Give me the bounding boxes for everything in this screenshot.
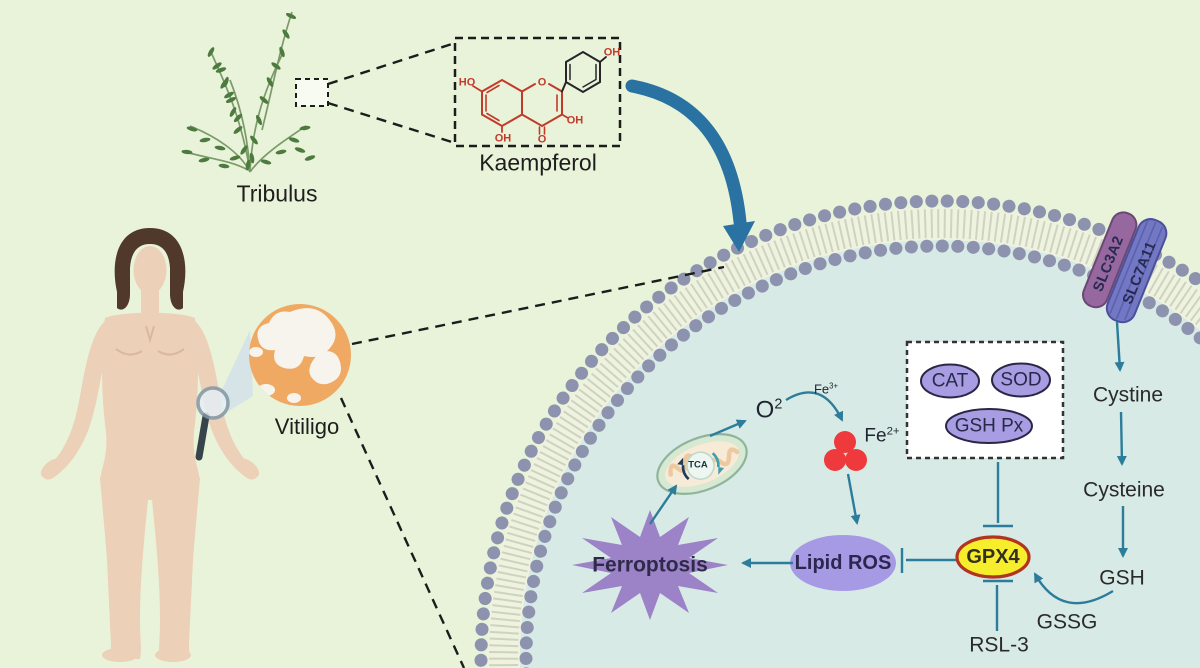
cystine-to-cysteine-arrow bbox=[1116, 411, 1127, 466]
tribulus-label: Tribulus bbox=[236, 180, 318, 207]
gpx4-label: GPX4 bbox=[966, 546, 1020, 568]
cat-ellipse bbox=[920, 363, 980, 399]
plant-zoom-rect bbox=[295, 78, 329, 107]
cysteine-label: Cysteine bbox=[1083, 478, 1165, 502]
face bbox=[133, 246, 167, 294]
left-arm bbox=[42, 320, 106, 480]
o2-label: O2 bbox=[755, 396, 783, 424]
tribulus-plant bbox=[181, 11, 316, 173]
gshpx-label: GSH Px bbox=[954, 415, 1024, 437]
gshpx-ellipse bbox=[945, 408, 1033, 444]
o2-to-fe2-arrow bbox=[785, 391, 844, 422]
ferroptosis-star bbox=[572, 510, 728, 620]
gpx4-ellipse bbox=[955, 535, 1031, 579]
mito-to-o2-arrow bbox=[709, 419, 747, 438]
fe2-label: Fe2+ bbox=[864, 425, 900, 447]
kaempferol-to-cell-arrow bbox=[625, 79, 755, 252]
chem-ocarbonyl-label: O bbox=[537, 133, 547, 146]
kaempferol-structure bbox=[472, 50, 607, 135]
magnifier-lens-icon bbox=[196, 386, 230, 420]
vitiligo-callout bbox=[195, 304, 351, 461]
rsl3-label: RSL-3 bbox=[969, 633, 1029, 657]
iron-dots bbox=[824, 431, 867, 471]
ferroptosis-label: Ferroptosis bbox=[592, 553, 708, 577]
transporter-to-cystine-arrow bbox=[1114, 321, 1125, 372]
neck bbox=[141, 286, 159, 320]
right-hand bbox=[236, 458, 260, 478]
left-hand bbox=[40, 458, 64, 478]
tca-label: TCA bbox=[688, 459, 708, 471]
chem-oh5-label: OH bbox=[494, 132, 512, 145]
chem-oring-label: O bbox=[536, 76, 548, 89]
zoom-line-top bbox=[327, 41, 456, 86]
plant-foliage bbox=[181, 11, 316, 171]
mitochondria-icon bbox=[656, 433, 748, 495]
hair bbox=[114, 228, 186, 310]
fe3-label: Fe3+ bbox=[813, 381, 839, 397]
left-foot bbox=[102, 648, 138, 662]
chem-oh3-label: OH bbox=[566, 114, 584, 127]
cystine-label: Cystine bbox=[1092, 383, 1164, 407]
chem-ohphenyl-label: OH bbox=[603, 46, 621, 59]
star-to-mito-arrow bbox=[649, 484, 678, 525]
gssg-label: GSSG bbox=[1036, 610, 1098, 634]
membrane-band bbox=[487, 207, 1200, 668]
chem-ho-label: HO bbox=[458, 76, 476, 89]
chest-lines bbox=[115, 348, 185, 356]
antioxidant-box bbox=[905, 340, 1065, 460]
human-figure bbox=[40, 228, 260, 662]
vitiligo-cell-line-top bbox=[351, 265, 725, 346]
vitiligo-label: Vitiligo bbox=[274, 414, 340, 439]
sternum-line bbox=[145, 325, 155, 344]
lipid-ros-label: Lipid ROS bbox=[794, 552, 892, 574]
right-foot bbox=[155, 648, 191, 662]
kaempferol-box bbox=[453, 36, 622, 148]
vitiligo-cell-line-bottom bbox=[339, 397, 466, 668]
sod-ellipse bbox=[991, 362, 1051, 398]
gsh-gssg-to-gpx4-arrow bbox=[1033, 572, 1114, 605]
magnifier-beam bbox=[220, 330, 253, 411]
kaempferol-label: Kaempferol bbox=[479, 149, 597, 176]
gsh-label: GSH bbox=[1099, 566, 1145, 590]
membrane-outer-heads bbox=[474, 194, 1200, 668]
pathway-arrows bbox=[649, 321, 1128, 631]
dashed-connectors bbox=[295, 36, 725, 668]
lipid-ros-ellipse bbox=[790, 535, 896, 591]
fe2-to-lipidros-arrow bbox=[846, 473, 861, 525]
vitiligo-patches bbox=[249, 308, 341, 403]
cat-label: CAT bbox=[931, 370, 969, 392]
slc3a2-rod bbox=[1082, 211, 1138, 309]
sod-label: SOD bbox=[1000, 369, 1042, 391]
transporter-complex bbox=[1082, 211, 1168, 324]
magnifier-handle bbox=[195, 412, 210, 461]
zoom-line-bottom bbox=[327, 101, 456, 145]
legs bbox=[100, 478, 200, 659]
membrane-inner-heads bbox=[519, 239, 1200, 668]
slc7a11-ridges bbox=[1109, 220, 1164, 321]
right-arm bbox=[194, 320, 258, 480]
